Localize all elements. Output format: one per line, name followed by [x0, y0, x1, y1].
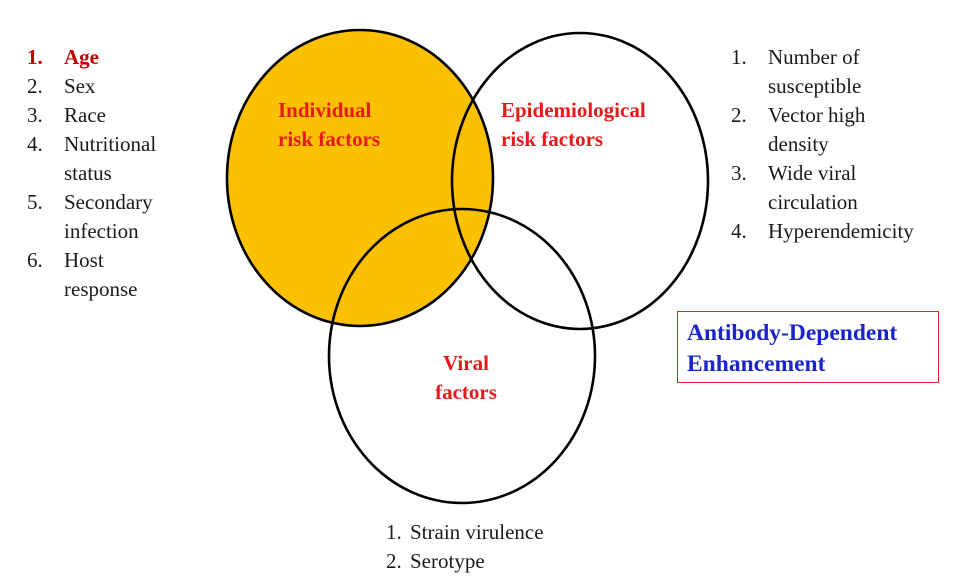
list-item-text: Strain virulence	[410, 520, 544, 544]
list-item-text: Secondary infection	[64, 190, 153, 243]
list-item-text: Age	[64, 45, 99, 69]
individual-risk-label: Individual risk factors	[278, 96, 408, 154]
list-item-text: Serotype	[410, 549, 485, 573]
list-item-number: 2.	[27, 74, 43, 98]
list-item-text: Hyperendemicity	[768, 219, 914, 243]
individual-circle-outline	[225, 28, 495, 328]
list-item: 1. Strain virulence	[386, 518, 646, 547]
individual-circle-fill	[227, 30, 493, 326]
list-item: 3. Wide viral circulation	[731, 159, 956, 217]
list-item: 3. Race	[27, 101, 227, 130]
list-item-number: 3.	[27, 103, 43, 127]
viral-factors-label-text: Viral factors	[435, 351, 497, 404]
list-item-number: 6.	[27, 248, 43, 272]
epidemiological-circle	[450, 31, 710, 331]
list-item-text: Wide viral circulation	[768, 161, 858, 214]
list-item-text: Sex	[64, 74, 96, 98]
list-item: 5. Secondary infection	[27, 188, 227, 246]
viral-circle	[327, 207, 597, 505]
list-item-number: 4.	[27, 132, 43, 156]
ade-callout-text: Antibody-Dependent Enhancement	[687, 320, 898, 377]
list-item-text: Race	[64, 103, 106, 127]
epidemiological-risk-list: 1. Number of susceptible 2. Vector high …	[731, 43, 956, 246]
list-item-text: Host response	[64, 248, 138, 301]
list-item-number: 4.	[731, 219, 747, 243]
list-item: 2. Vector high density	[731, 101, 956, 159]
list-item-number: 1.	[731, 45, 747, 69]
epidemiological-risk-label: Epidemiological risk factors	[501, 96, 676, 154]
viral-factors-label: Viral factors	[410, 349, 522, 407]
viral-factors-list: 1. Strain virulence 2. Serotype	[386, 518, 646, 576]
list-item: 2. Serotype	[386, 547, 646, 576]
list-item: 4. Hyperendemicity	[731, 217, 956, 246]
ade-callout-box: Antibody-Dependent Enhancement	[677, 311, 939, 383]
list-item: 1. Age	[27, 43, 227, 72]
list-item: 2. Sex	[27, 72, 227, 101]
individual-risk-list: 1. Age 2. Sex 3. Race 4. Nutritional sta…	[27, 43, 227, 304]
list-item-number: 2.	[731, 103, 747, 127]
list-item: 4. Nutritional status	[27, 130, 227, 188]
list-item-text: Number of susceptible	[768, 45, 862, 98]
list-item-number: 2.	[386, 549, 402, 573]
list-item: 6. Host response	[27, 246, 227, 304]
individual-risk-label-text: Individual risk factors	[278, 98, 381, 151]
list-item-text: Vector high density	[768, 103, 866, 156]
list-item-text: Nutritional status	[64, 132, 157, 185]
list-item-number: 1.	[27, 45, 43, 69]
epidemiological-risk-label-text: Epidemiological risk factors	[501, 98, 646, 151]
list-item-number: 3.	[731, 161, 747, 185]
list-item: 1. Number of susceptible	[731, 43, 956, 101]
list-item-number: 5.	[27, 190, 43, 214]
list-item-number: 1.	[386, 520, 402, 544]
